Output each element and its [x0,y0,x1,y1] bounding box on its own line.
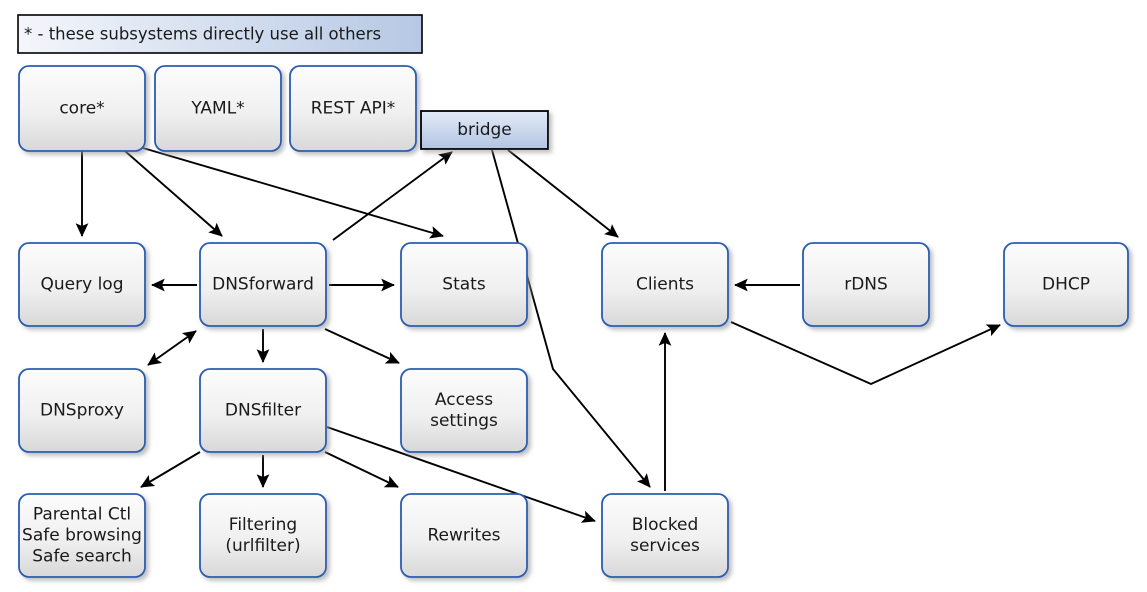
node-dnsforward[interactable]: DNSforward [199,242,327,327]
node-box-rdns[interactable] [802,242,930,327]
node-yaml[interactable]: YAML* [154,65,282,152]
node-label-restapi: REST API* [311,99,396,119]
node-box-bridge[interactable] [420,110,549,150]
node-box-dnsforward[interactable] [199,242,327,327]
node-box-stats[interactable] [400,242,528,327]
node-box-yaml[interactable] [154,65,282,152]
edge-dnsfilter-to-blocked [326,426,596,523]
node-box-rewrites[interactable] [400,493,528,578]
node-label-blocked: services [630,536,700,556]
node-label-rewrites: Rewrites [427,526,500,546]
node-box-dnsproxy[interactable] [18,368,146,453]
node-label-stats: Stats [442,275,486,295]
node-filtering[interactable]: Filtering(urlfilter) [199,493,327,578]
legend-rect [17,14,423,54]
node-box-parental[interactable] [18,493,146,578]
node-restapi[interactable]: REST API* [289,65,417,152]
node-box-dnsfilter[interactable] [199,368,327,453]
node-label-clients: Clients [636,275,694,295]
node-label-access: settings [430,411,498,431]
node-dhcp[interactable]: DHCP [1003,242,1129,327]
node-box-filtering[interactable] [199,493,327,578]
edge-bridge-to-clients [507,149,619,238]
node-label-dnsfilter: DNSfilter [225,401,301,421]
node-label-dhcp: DHCP [1042,275,1090,295]
node-rewrites[interactable]: Rewrites [400,493,528,578]
edge-bridge-to-blocked [491,149,651,488]
edge-dnsfilter-to-parental [140,451,201,488]
node-dnsfilter[interactable]: DNSfilter [199,368,327,453]
edge-core-to-dnsforward [124,150,223,237]
node-label-core: core* [59,99,104,119]
node-box-restapi[interactable] [289,65,417,152]
node-label-yaml: YAML* [190,99,244,119]
node-label-bridge: bridge [457,120,512,140]
edges-layer [75,147,1001,523]
node-label-blocked: Blocked [632,515,699,535]
node-core[interactable]: core* [18,65,146,152]
node-dnsproxy[interactable]: DNSproxy [18,368,146,453]
node-box-clients[interactable] [601,242,729,327]
node-label-access: Access [435,390,493,410]
node-label-dnsforward: DNSforward [212,275,314,295]
edge-dnsproxy-to-dnsforward [147,330,197,366]
node-querylog[interactable]: Query log [18,242,146,327]
edge-clients-to-dhcp [730,321,1001,386]
edge-dnsforward-to-access [324,328,400,364]
node-box-access[interactable] [400,368,528,453]
legend-box: * - these subsystems directly use all ot… [17,14,423,54]
node-stats[interactable]: Stats [400,242,528,327]
edge-core-to-stats [142,147,444,239]
node-label-querylog: Query log [41,275,124,295]
node-box-querylog[interactable] [18,242,146,327]
node-clients[interactable]: Clients [601,242,729,327]
node-bridge[interactable]: bridge [420,110,549,150]
node-label-parental: Safe browsing [22,526,142,546]
legend-text: * - these subsystems directly use all ot… [24,25,381,44]
node-box-dhcp[interactable] [1003,242,1129,327]
node-label-parental: Safe search [32,547,132,567]
node-rdns[interactable]: rDNS [802,242,930,327]
node-label-filtering: Filtering [229,515,297,535]
edge-dnsforward-to-bridge [332,151,453,241]
node-box-core[interactable] [18,65,146,152]
node-label-filtering: (urlfilter) [225,536,300,556]
node-label-dnsproxy: DNSproxy [40,401,124,421]
node-box-blocked[interactable] [601,493,729,578]
node-label-parental: Parental Ctl [33,505,131,525]
edge-dnsfilter-to-rewrites [324,451,399,488]
node-label-rdns: rDNS [844,275,888,295]
